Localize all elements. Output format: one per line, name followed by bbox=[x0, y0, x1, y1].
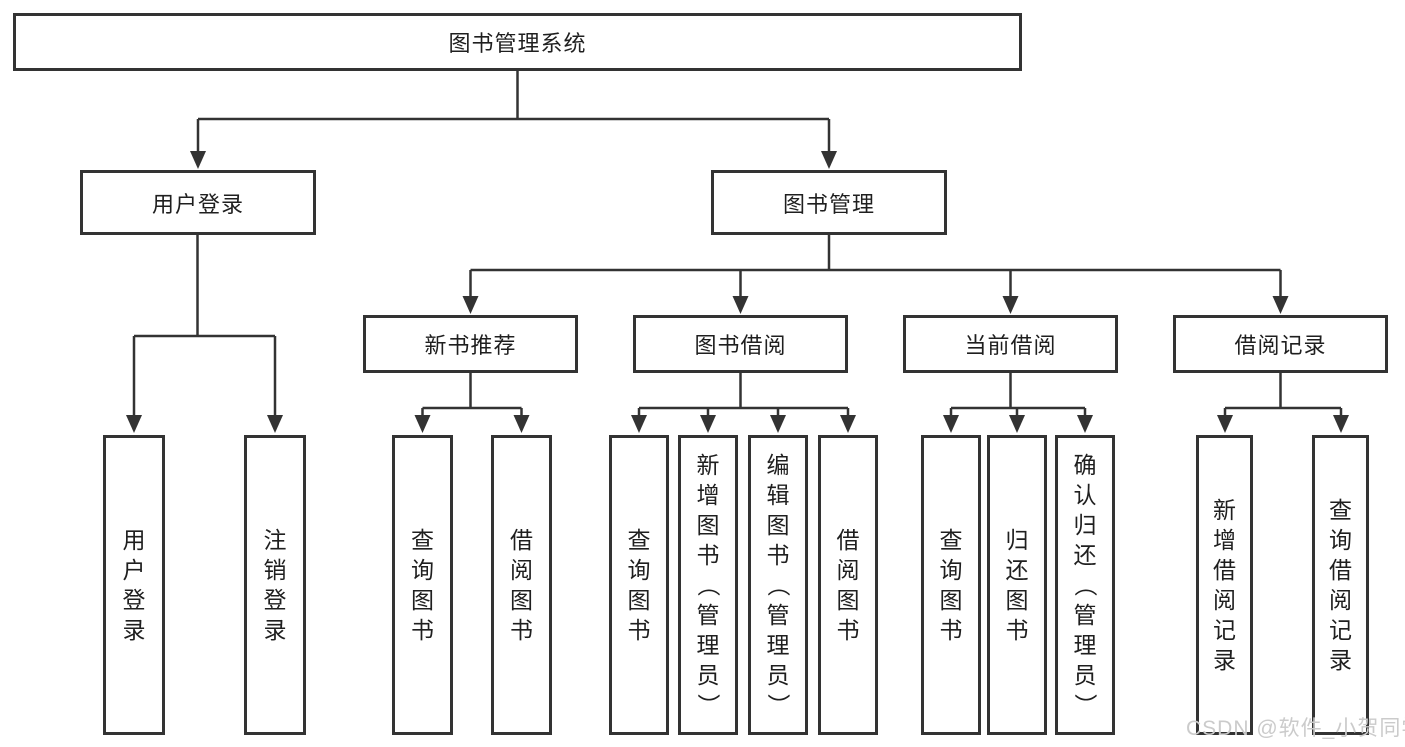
leaf-confirm-return-admin: 确认归还（管理员） bbox=[1055, 435, 1115, 735]
leaf-add-book-admin: 新增图书（管理员） bbox=[678, 435, 738, 735]
leaf-return-book: 归还图书 bbox=[987, 435, 1047, 735]
node-book-borrowing-label: 图书借阅 bbox=[694, 333, 787, 358]
node-current-borrowing: 当前借阅 bbox=[903, 315, 1118, 373]
leaf-borrowing-borrow-book-label: 借阅图书 bbox=[836, 527, 860, 643]
csdn-watermark: CSDN @软件_小贺同学 bbox=[1186, 717, 1405, 740]
leaf-current-query-book-label: 查询图书 bbox=[939, 527, 963, 643]
node-current-borrowing-label: 当前借阅 bbox=[964, 333, 1057, 358]
leaf-edit-book-admin: 编辑图书（管理员） bbox=[748, 435, 808, 735]
node-root-label: 图书管理系统 bbox=[448, 31, 587, 56]
leaf-recommend-query-book-label: 查询图书 bbox=[411, 527, 434, 643]
leaf-query-borrow-record-label: 查询借阅记录 bbox=[1329, 497, 1352, 673]
leaf-borrowing-borrow-book: 借阅图书 bbox=[818, 435, 878, 735]
leaf-logout: 注销登录 bbox=[244, 435, 306, 735]
leaf-current-query-book: 查询图书 bbox=[921, 435, 981, 735]
leaf-recommend-borrow-book: 借阅图书 bbox=[491, 435, 552, 735]
node-root: 图书管理系统 bbox=[13, 13, 1022, 71]
node-user-login-label: 用户登录 bbox=[151, 191, 244, 217]
node-new-book-recommend: 新书推荐 bbox=[363, 315, 578, 373]
leaf-add-borrow-record-label: 新增借阅记录 bbox=[1213, 497, 1236, 673]
node-user-login: 用户登录 bbox=[80, 170, 316, 235]
leaf-borrowing-query-book-label: 查询图书 bbox=[627, 527, 651, 643]
node-book-management-label: 图书管理 bbox=[782, 191, 875, 217]
node-book-management: 图书管理 bbox=[711, 170, 947, 235]
leaf-recommend-query-book: 查询图书 bbox=[392, 435, 453, 735]
node-borrowing-records-label: 借阅记录 bbox=[1234, 333, 1327, 358]
arrowheads bbox=[126, 151, 1349, 433]
leaf-borrowing-query-book: 查询图书 bbox=[609, 435, 669, 735]
leaf-query-borrow-record: 查询借阅记录 bbox=[1312, 435, 1369, 735]
leaf-user-login: 用户登录 bbox=[103, 435, 165, 735]
leaf-add-borrow-record: 新增借阅记录 bbox=[1196, 435, 1253, 735]
node-borrowing-records: 借阅记录 bbox=[1173, 315, 1388, 373]
leaf-add-book-admin-label: 新增图书（管理员） bbox=[695, 452, 721, 717]
node-new-book-recommend-label: 新书推荐 bbox=[424, 333, 517, 358]
leaf-logout-label: 注销登录 bbox=[263, 527, 287, 643]
leaf-user-login-label: 用户登录 bbox=[122, 527, 146, 643]
leaf-return-book-label: 归还图书 bbox=[1005, 527, 1029, 643]
leaf-recommend-borrow-book-label: 借阅图书 bbox=[510, 527, 533, 643]
node-book-borrowing: 图书借阅 bbox=[633, 315, 848, 373]
leaf-edit-book-admin-label: 编辑图书（管理员） bbox=[765, 452, 791, 717]
leaf-confirm-return-admin-label: 确认归还（管理员） bbox=[1072, 452, 1098, 717]
